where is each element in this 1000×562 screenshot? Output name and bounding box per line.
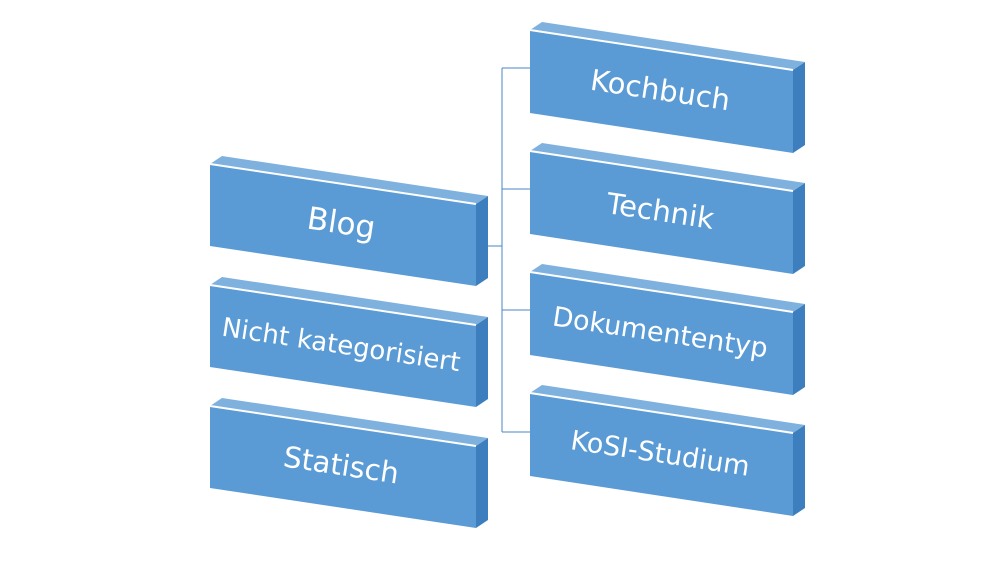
box-blog: Blog	[209, 156, 488, 286]
box-dokumententyp: Dokumententyp	[529, 264, 805, 395]
box-technik: Technik	[529, 143, 805, 274]
box-nicht-kategorisiert: Nicht kategorisiert	[209, 277, 488, 407]
box-kochbuch: Kochbuch	[529, 22, 805, 153]
connector-lines	[477, 67, 530, 433]
box-kosi-studium: KoSI-Studium	[529, 385, 805, 516]
box-statisch: Statisch	[209, 398, 488, 528]
